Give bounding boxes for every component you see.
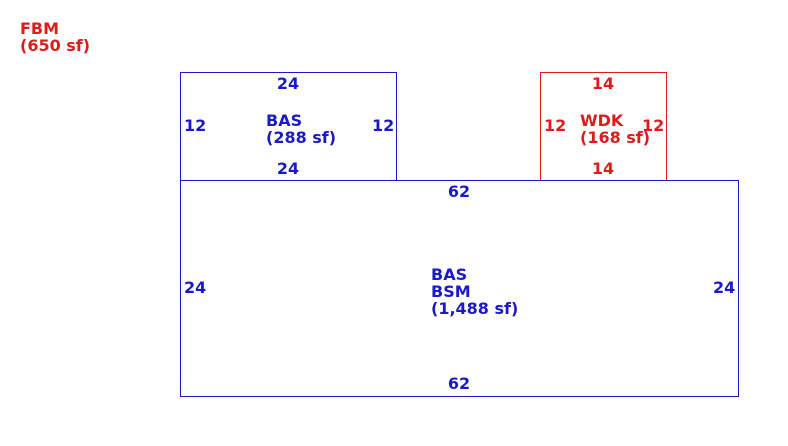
wdk-dim-top: 14 <box>591 74 615 93</box>
wdk-dim-bottom: 14 <box>591 159 615 178</box>
wdk-code: WDK <box>580 111 624 130</box>
main-dim-left: 24 <box>184 278 207 297</box>
bas-upper-dim-top: 24 <box>276 74 300 93</box>
bas-upper-area-label: (288 sf) <box>266 128 337 147</box>
main-dim-bottom: 62 <box>447 374 471 393</box>
main-code-bas: BAS <box>431 265 468 284</box>
fbm-area-label: (650 sf) <box>20 36 91 55</box>
main-dim-right: 24 <box>713 278 736 297</box>
wdk-area-label: (168 sf) <box>580 128 651 147</box>
bas-upper-dim-right: 12 <box>372 116 395 135</box>
fbm-code-label: FBM <box>20 19 60 38</box>
bas-upper-dim-bottom: 24 <box>276 159 300 178</box>
bas-bsm-main-area <box>180 180 739 397</box>
main-area-label: (1,488 sf) <box>431 299 519 318</box>
bas-upper-dim-left: 12 <box>184 116 207 135</box>
wdk-dim-right: 12 <box>642 116 665 135</box>
main-dim-top: 62 <box>447 182 471 201</box>
main-code-bsm: BSM <box>431 282 471 301</box>
wdk-dim-left: 12 <box>544 116 567 135</box>
bas-upper-code: BAS <box>266 111 303 130</box>
